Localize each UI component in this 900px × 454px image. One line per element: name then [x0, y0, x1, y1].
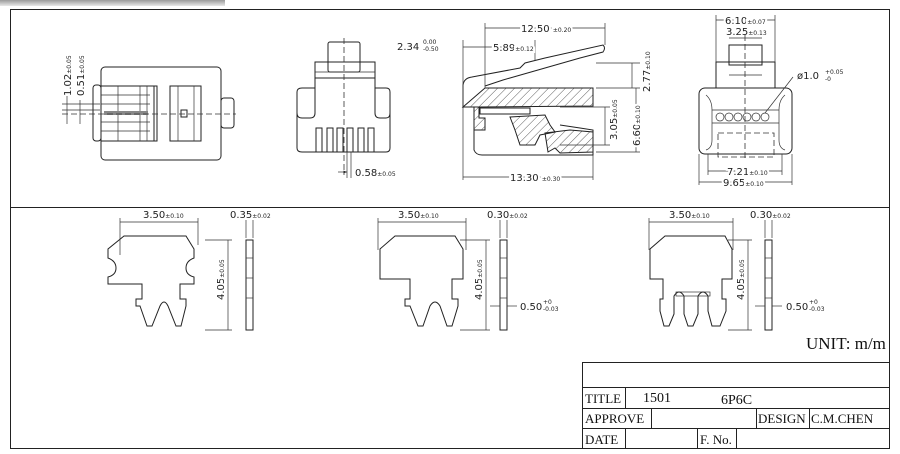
title-label: TITLE: [585, 391, 621, 406]
contact-3-tip-tol-up: +0: [809, 299, 818, 306]
dim-2-77: 2.77±0.10: [642, 51, 653, 92]
dim-9-65: 9.65±0.10: [723, 178, 764, 189]
contact-1: [107, 218, 254, 331]
contact-3-tip-tol-down: -0.03: [809, 306, 825, 313]
dim-2-34-tol-up: 0.00: [423, 39, 437, 46]
contact-3-height: 4.05±0.05: [736, 259, 747, 300]
dim-diameter: ø1.0: [797, 71, 819, 82]
contact-2: [377, 218, 517, 331]
file-number-label: F. No.: [700, 432, 732, 447]
contact-3-thickness: 0.30±0.02: [750, 210, 791, 221]
dim-diameter-tol-down: -0: [825, 76, 831, 83]
dim-12-50: 12.50 ±0.20: [521, 24, 571, 35]
plug-rear-view: [296, 38, 391, 178]
contact-1-thickness: 0.35±0.02: [230, 210, 271, 221]
contact-3-width: 3.50±0.10: [669, 210, 710, 221]
unit-label: UNIT: m/m: [806, 334, 886, 353]
plug-front-view: [698, 15, 794, 185]
dim-3-05: 3.05±0.05: [609, 99, 620, 140]
contact-3-tip: 0.50: [786, 302, 808, 313]
dim-6-60: 6.60±0.10: [632, 105, 643, 146]
plug-top-view: [62, 66, 236, 161]
part-name: 6P6C: [721, 393, 752, 408]
contact-2-tip-tol-down: -0.03: [543, 306, 559, 313]
plug-side-section: [461, 23, 640, 180]
dim-2-34-tol-down: -0.50: [423, 46, 439, 53]
design-label: DESIGN: [758, 411, 806, 426]
contact-2-tip-tol-up: +0: [543, 299, 552, 306]
dim-3-25: 3.25±0.13: [726, 27, 767, 38]
contact-2-thickness: 0.30±0.02: [487, 210, 528, 221]
contact-2-width: 3.50±0.10: [398, 210, 439, 221]
sheet-border: [10, 9, 890, 449]
contact-2-height: 4.05±0.05: [474, 259, 485, 300]
dim-0-58: 0.58±0.05: [355, 168, 396, 179]
dim-1-02: 1.02±0.05: [63, 55, 74, 96]
dim-2-34: 2.34: [397, 42, 419, 53]
contact-2-tip: 0.50: [520, 302, 542, 313]
contact-1-height: 4.05±0.05: [216, 259, 227, 300]
dim-7-21: 7.21±0.10: [727, 167, 768, 178]
designer-name: C.M.CHEN: [811, 411, 874, 426]
dim-diameter-tol-up: +0.05: [825, 69, 844, 76]
dim-0-51: 0.51±0.05: [76, 55, 87, 96]
date-label: DATE: [585, 432, 618, 447]
dim-5-89: 5.89±0.12: [493, 43, 534, 54]
part-number: 1501: [643, 391, 671, 406]
dim-6-10: 6.10±0.07: [725, 16, 766, 27]
approve-label: APPROVE: [585, 411, 644, 426]
dim-13-30: 13.30 ±0.30: [510, 173, 560, 184]
contact-1-width: 3.50±0.10: [143, 210, 184, 221]
title-block: [582, 362, 890, 449]
contact-3: [648, 218, 782, 331]
window-shadow: [0, 0, 225, 6]
